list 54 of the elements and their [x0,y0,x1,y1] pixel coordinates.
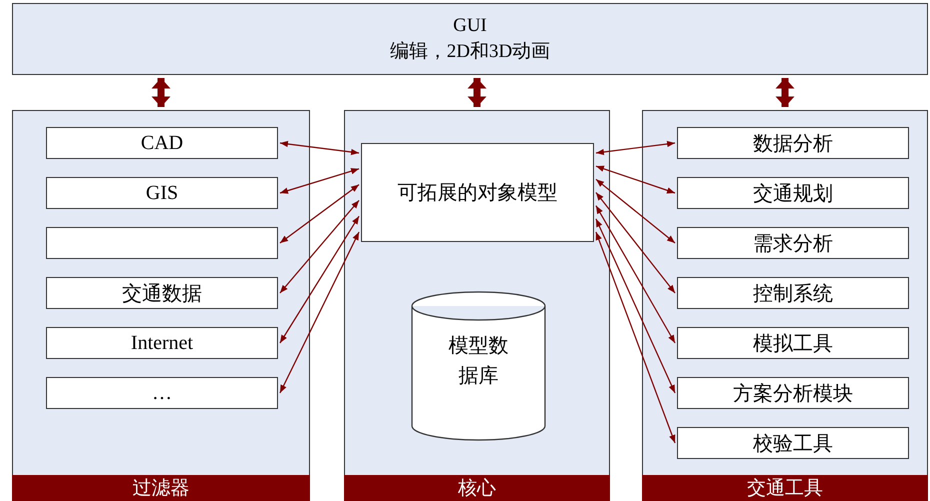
connector-arrow [280,184,360,244]
box-label: 可拓展的对象模型 [398,181,558,206]
connector-arrow [280,140,360,156]
module-box [677,277,909,309]
box-label: GUI [453,14,487,38]
box-label: GIS [146,182,178,204]
module-box [46,177,278,209]
connector-arrow [595,205,676,344]
module-box [46,327,278,359]
box-label: 模型数据库 [448,334,510,389]
box-label: Internet [130,332,194,354]
module-box [677,127,909,159]
connector-arrow [280,168,360,194]
module-box [46,227,278,259]
box-label: 模拟工具 [753,332,833,356]
box-label: CAD [140,132,184,154]
connector-arrow [595,218,676,394]
double-arrow [776,78,794,107]
panel-label-band: 交通工具 [642,475,928,501]
module-box [677,177,909,209]
panel-label-band: 核心 [344,475,610,501]
module-panel [12,110,310,501]
connector-arrow [596,178,676,244]
module-box [677,377,909,409]
module-box [361,143,594,242]
box-label: 交通规划 [753,182,833,206]
module-box [46,277,278,309]
connector-arrow [596,166,676,194]
connector-arrow [596,140,676,156]
connector-arrow [596,192,676,294]
module-box [677,227,909,259]
module-box [46,127,278,159]
box-label: 编辑，2D和3D动画 [390,40,550,64]
module-panel [344,110,610,501]
module-panel [642,110,928,501]
double-arrow [152,78,170,107]
connector-arrow [280,200,360,294]
module-box [677,427,909,459]
box-label: 交通数据 [122,282,202,306]
module-box [46,377,278,409]
connector-arrow [280,216,360,344]
module-box [677,327,909,359]
box-label: 方案分析模块 [733,382,853,406]
box-label: 数据分析 [753,132,833,156]
panel-label-band: 过滤器 [12,475,310,501]
database-cylinder [411,291,546,441]
double-arrow [468,78,486,107]
box-label: 校验工具 [753,432,833,456]
gui-box [12,3,928,75]
box-label: 控制系统 [753,282,833,306]
connector-arrow [279,232,360,394]
box-label: 需求分析 [753,232,833,256]
box-label: … [152,382,172,404]
connector-arrow [595,232,676,444]
